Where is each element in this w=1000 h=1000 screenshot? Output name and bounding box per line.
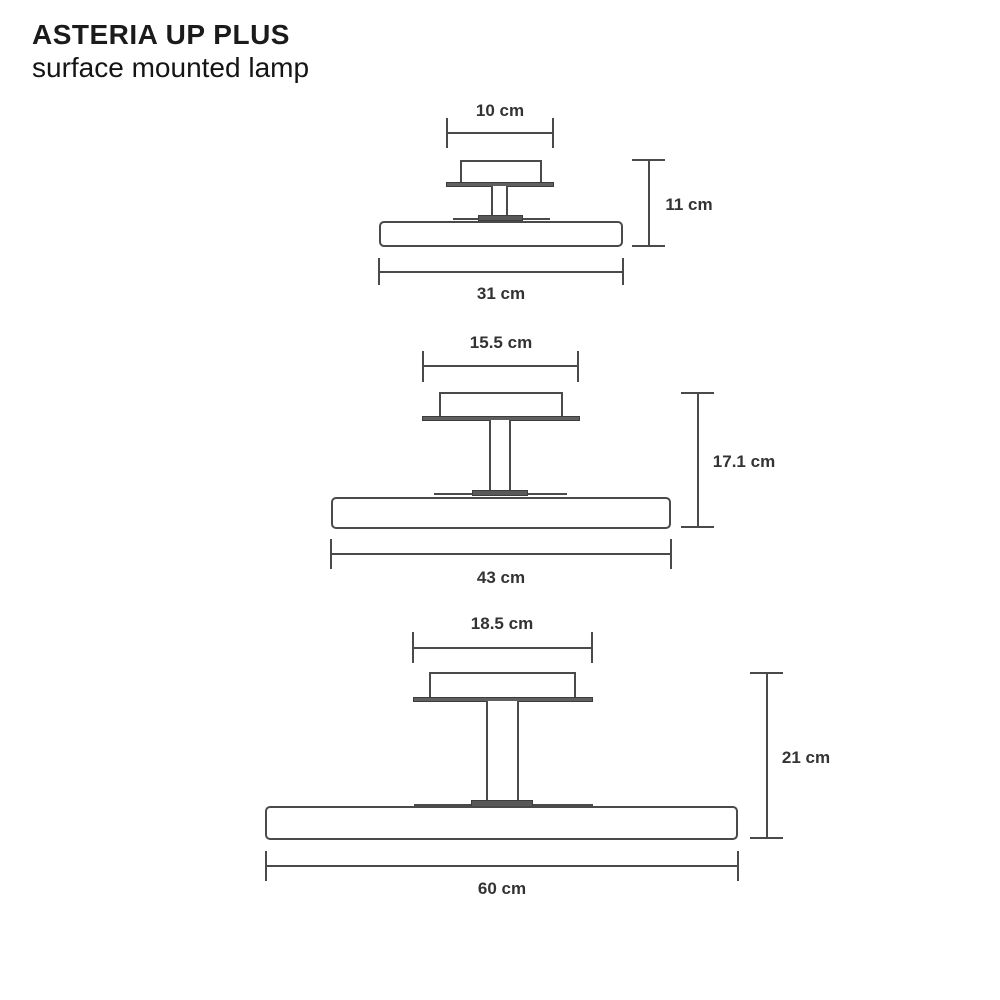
lamp-disk [265,806,738,840]
lamp-disk [379,221,623,247]
dim-line-height [697,393,699,528]
canopy-width-label: 18.5 cm [470,614,534,633]
canopy-box [429,672,576,699]
lamp-disk [331,497,671,529]
canopy-box [460,160,542,184]
stem-flange [478,215,523,221]
product-subtitle: surface mounted lamp [32,51,310,83]
diameter-label: 60 cm [477,879,527,898]
diameter-label: 43 cm [476,568,526,587]
height-label: 11 cm [665,195,713,214]
stem-flange [472,490,528,496]
dim-line-diameter [379,271,624,273]
dim-line-canopy-width [423,365,579,367]
canopy-width-label: 10 cm [475,101,525,120]
dim-line-canopy-width [413,647,593,649]
dim-line-height [766,673,768,839]
stem [489,420,511,494]
height-label: 17.1 cm [712,452,776,471]
dim-line-height [648,160,650,247]
stem [491,186,508,219]
dim-line-canopy-width [447,132,554,134]
stem [486,701,519,804]
canopy-box [439,392,563,418]
dim-line-diameter [331,553,672,555]
height-label: 21 cm [781,748,831,767]
title-block: ASTERIA UP PLUS surface mounted lamp [32,18,309,84]
product-title: ASTERIA UP PLUS [32,19,290,50]
canopy-width-label: 15.5 cm [469,333,533,352]
dim-line-diameter [266,865,739,867]
diameter-label: 31 cm [476,284,526,303]
